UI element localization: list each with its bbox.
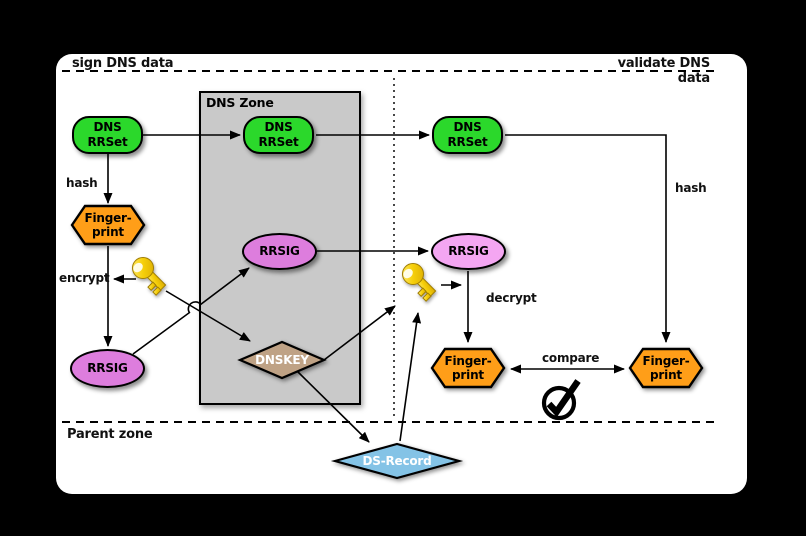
node-label: DNS [264, 120, 293, 134]
node-label: print [452, 368, 484, 382]
key-icon [397, 261, 444, 308]
node-label: RRSet [87, 135, 128, 149]
key-icon [127, 255, 174, 302]
node-label: RRSIG [259, 244, 300, 258]
parent-zone-label: Parent zone [67, 427, 153, 442]
node-ds-record: DS-Record [330, 442, 464, 480]
decrypt-label: decrypt [486, 291, 537, 305]
hash-validate-label: hash [675, 181, 707, 195]
node-label: Finger- [642, 354, 690, 368]
node-label: RRSIG [87, 361, 128, 375]
validate-section-label: validate DNS data [617, 56, 711, 86]
compare-label: compare [542, 351, 600, 365]
node-label: DS-Record [362, 454, 432, 468]
sign-section-label: sign DNS data [72, 56, 174, 71]
node-label: DNS [453, 120, 482, 134]
node-dnskey: DNSKEY [237, 340, 327, 380]
node-fingerprint-validate: Finger- print [430, 347, 506, 389]
hash-sign-label: hash [66, 176, 98, 190]
dns-zone-label: DNS Zone [206, 95, 274, 110]
node-label: Finger- [84, 211, 132, 225]
node-fingerprint-sign: Finger- print [70, 204, 146, 246]
node-label: DNS [93, 120, 122, 134]
node-rrsig-sign: RRSIG [70, 349, 145, 388]
encrypt-label: encrypt [59, 271, 110, 285]
node-label: print [650, 368, 682, 382]
node-label: RRSet [447, 135, 488, 149]
node-label: Finger- [444, 354, 492, 368]
node-label: RRSIG [448, 244, 489, 258]
node-fingerprint-hash-validate: Finger- print [628, 347, 704, 389]
node-rrsig-zone: RRSIG [242, 233, 317, 270]
node-label: RRSet [258, 135, 299, 149]
node-dns-rrset-zone: DNS RRSet [243, 116, 314, 154]
node-dns-rrset-validate: DNS RRSet [432, 116, 503, 154]
node-label: print [92, 225, 124, 239]
node-label: DNSKEY [255, 353, 309, 367]
node-rrsig-validate: RRSIG [431, 233, 506, 270]
checkmark-icon [538, 374, 588, 424]
node-dns-rrset-sign: DNS RRSet [72, 116, 143, 154]
